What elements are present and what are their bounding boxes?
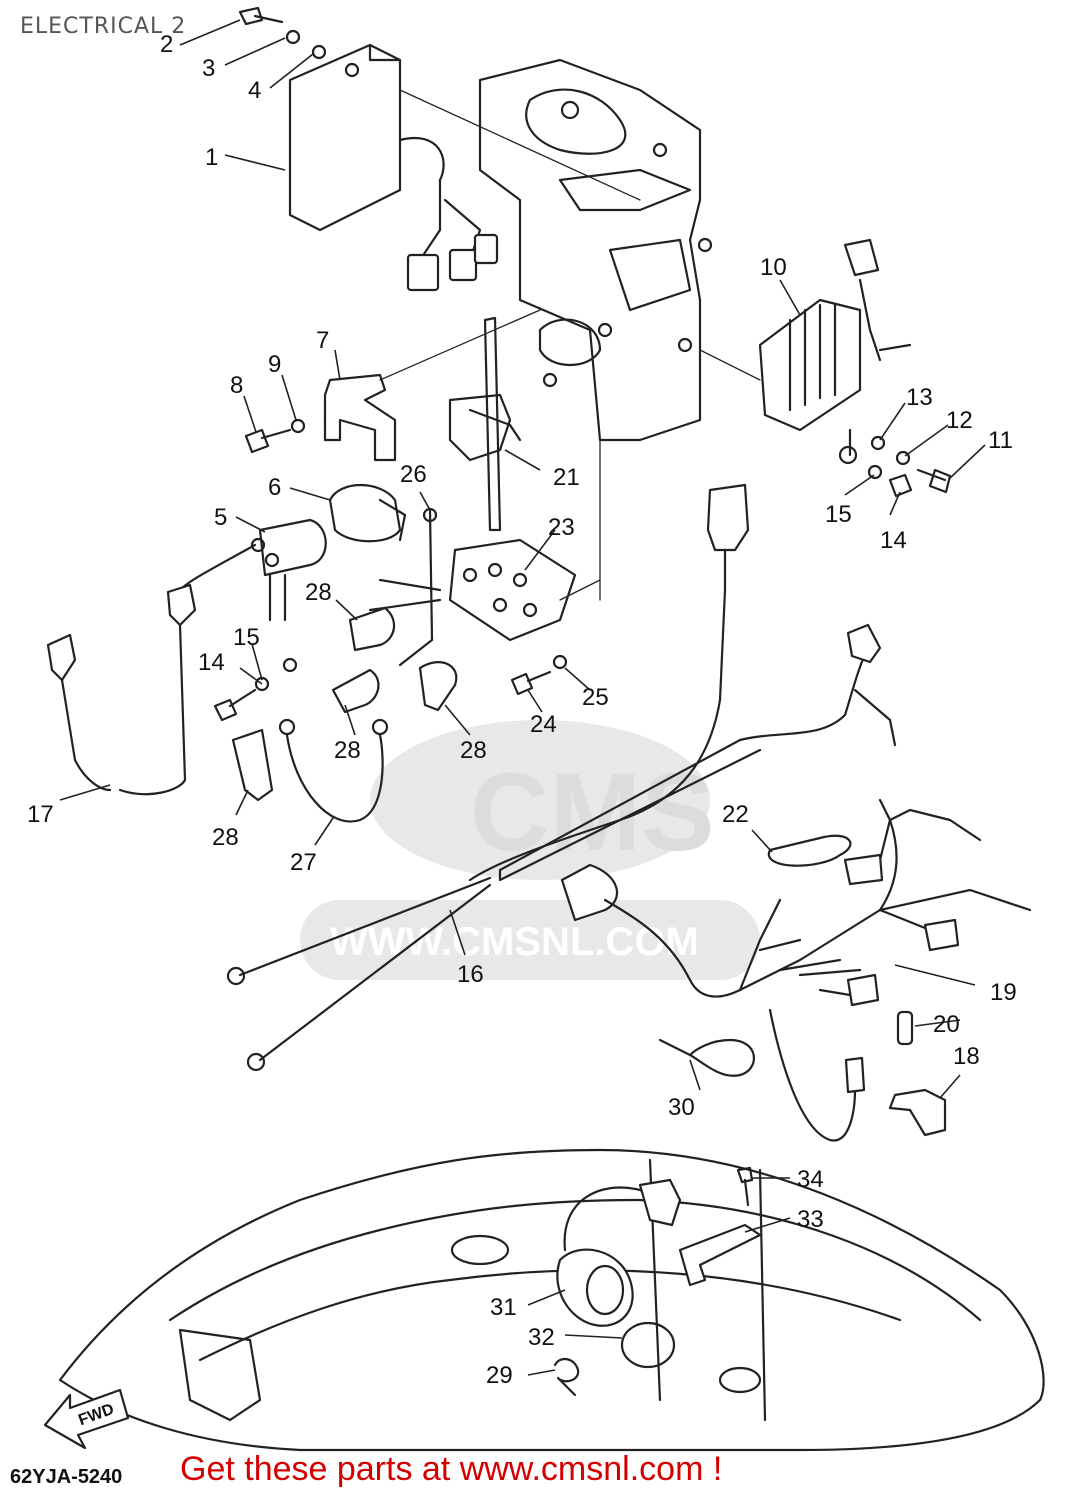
lead-27: [278, 718, 389, 823]
callout-22: 22: [722, 801, 749, 828]
engine-mount-bracket: [478, 58, 713, 601]
cdi-unit: [288, 43, 641, 292]
leader-lines: [59, 19, 986, 1376]
callout-16: 16: [457, 961, 484, 988]
screw-34: [736, 1166, 754, 1207]
callout-30: 30: [668, 1094, 695, 1121]
callout-8: 8: [230, 372, 243, 399]
bolt-and-washers-top: [238, 6, 327, 60]
diagram-reference-code: 62YJA-5240: [10, 1466, 123, 1488]
fwd-arrow: FWD: [43, 1388, 130, 1450]
callout-18: 18: [953, 1043, 980, 1070]
bolt-14-washer-15-left: [213, 657, 298, 722]
callout-28-a: 28: [305, 579, 332, 606]
callout-28-c: 28: [460, 737, 487, 764]
bolt-24-washer-25: [510, 654, 568, 696]
callout-19: 19: [990, 979, 1017, 1006]
callout-34: 34: [797, 1166, 824, 1193]
diagram-title: ELECTRICAL 2: [20, 14, 187, 39]
grommet-31: [556, 1178, 682, 1327]
callout-13: 13: [906, 384, 933, 411]
callout-21: 21: [553, 464, 580, 491]
bracket-7: [323, 309, 541, 462]
callout-17: 17: [27, 801, 54, 828]
callout-23: 23: [548, 514, 575, 541]
callout-1: 1: [205, 144, 218, 171]
right-fasteners: [867, 435, 952, 498]
watermark-url: WWW.CMSNL.COM: [330, 920, 699, 964]
ring-32: [620, 1321, 676, 1369]
terminal-block-23: [368, 538, 601, 642]
callout-6: 6: [268, 474, 281, 501]
band-30: [658, 1038, 756, 1077]
callout-24: 24: [530, 711, 557, 738]
callout-31: 31: [490, 1294, 517, 1321]
lower-cowling: [58, 1148, 1045, 1452]
fuse-20: [896, 1010, 914, 1046]
starter-relay: [118, 483, 407, 796]
callout-20: 20: [933, 1011, 960, 1038]
callout-25: 25: [582, 684, 609, 711]
callout-14-right: 14: [880, 527, 907, 554]
callout-7: 7: [316, 327, 329, 354]
callout-33: 33: [797, 1206, 824, 1233]
callout-28-d: 28: [212, 824, 239, 851]
band-22: [767, 834, 852, 867]
callout-27: 27: [290, 849, 317, 876]
callout-12: 12: [946, 407, 973, 434]
callout-15-left: 15: [233, 624, 260, 651]
fuse-holder-18: [888, 1088, 947, 1137]
callout-14-left: 14: [198, 649, 225, 676]
wire-harness-19: [560, 798, 1032, 1142]
callout-4: 4: [248, 77, 261, 104]
callout-3: 3: [202, 55, 215, 82]
callout-10: 10: [760, 254, 787, 281]
callout-26: 26: [400, 461, 427, 488]
callout-9: 9: [268, 351, 281, 378]
callout-29: 29: [486, 1362, 513, 1389]
callout-2: 2: [160, 31, 173, 58]
callout-28-b: 28: [334, 737, 361, 764]
cms-watermark: CMS WWW.CMSNL.COM: [300, 720, 760, 980]
callout-32: 32: [528, 1324, 555, 1351]
callout-5: 5: [214, 504, 227, 531]
callout-11: 11: [988, 427, 1013, 454]
battery-cable-17: [46, 633, 112, 792]
bolt-8-washer-9: [244, 418, 306, 454]
watermark-brand: CMS: [470, 751, 714, 874]
bracket-33: [678, 1223, 762, 1287]
promo-link-text[interactable]: Get these parts at www.cmsnl.com !: [180, 1450, 723, 1488]
rectifier-regulator-10: [699, 238, 912, 465]
clip-29: [553, 1357, 580, 1397]
callout-labels: 1 2 3 4 5 6 7 8 9 10 11 12 13 14 14 15 1…: [27, 31, 1017, 1389]
rubber-caps-28: [231, 606, 458, 802]
band-21: [448, 316, 522, 532]
callout-15-right: 15: [825, 501, 852, 528]
